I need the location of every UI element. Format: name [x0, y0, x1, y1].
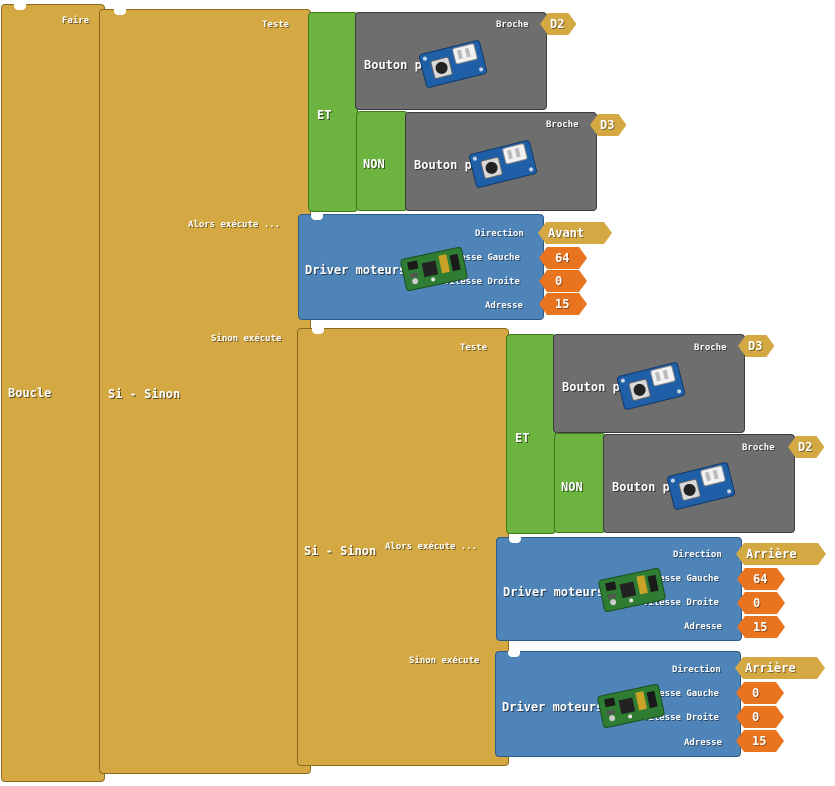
outer-then-right-speed[interactable]: 0: [539, 270, 587, 292]
inner-if-label: Si - Sinon: [304, 544, 377, 558]
outer-and-label: ET: [317, 108, 332, 122]
inner-else-direction-label: Direction: [672, 665, 721, 675]
inner-else-direction-dropdown[interactable]: Arrière: [735, 657, 825, 679]
inner-then-motor-block[interactable]: Driver moteurs I2C Direction Vitesse Gau…: [496, 537, 742, 641]
loop-block[interactable]: Boucle Faire: [1, 4, 105, 782]
outer-button1-pin-dropdown[interactable]: D2: [540, 13, 576, 35]
inner-then-address[interactable]: 15: [737, 616, 785, 638]
inner-else-right-speed[interactable]: 0: [736, 706, 784, 728]
inner-else-address[interactable]: 15: [736, 730, 784, 752]
inner-if-else-label: Sinon exécute: [409, 656, 480, 666]
inner-then-direction-label: Direction: [673, 550, 722, 560]
outer-button2-pin-label: Broche: [546, 120, 579, 130]
inner-then-right-label: Vitesse Droite: [643, 598, 719, 608]
inner-then-direction-dropdown[interactable]: Arrière: [736, 543, 826, 565]
outer-then-motor-block[interactable]: Driver moteurs I2C Direction Vitesse Gau…: [298, 214, 544, 320]
outer-then-left-label: Vitesse Gauche: [444, 253, 520, 263]
outer-if-then-label: Alors exécute ...: [188, 220, 281, 230]
inner-then-left-label: Vitesse Gauche: [643, 574, 719, 584]
outer-then-right-label: Vitesse Droite: [444, 277, 520, 287]
outer-then-left-speed[interactable]: 64: [539, 247, 587, 269]
inner-else-motor-block[interactable]: Driver moteurs I2C Direction Vitesse Gau…: [495, 651, 741, 757]
grove-button-board-icon: [466, 137, 540, 191]
outer-button1-block[interactable]: Bouton poussoir Broche: [355, 12, 547, 110]
outer-button2-block[interactable]: Bouton poussoir Broche: [405, 112, 597, 211]
inner-not-label: NON: [561, 480, 583, 494]
inner-if-then-label: Alors exécute ...: [385, 542, 478, 552]
motor-driver-board-icon: [597, 568, 667, 612]
inner-button1-pin-label: Broche: [694, 343, 727, 353]
inner-button2-pin-dropdown[interactable]: D2: [788, 436, 824, 458]
outer-not-block[interactable]: NON: [356, 111, 408, 211]
outer-button2-pin-dropdown[interactable]: D3: [590, 114, 626, 136]
inner-if-test-label: Teste: [460, 343, 488, 353]
inner-else-address-label: Adresse: [684, 738, 722, 748]
motor-driver-board-icon: [399, 247, 469, 291]
outer-then-direction-dropdown[interactable]: Avant: [538, 222, 612, 244]
outer-if-else-label: Sinon exécute: [211, 334, 282, 344]
outer-then-direction-label: Direction: [475, 229, 524, 239]
loop-label: Boucle: [8, 386, 52, 400]
inner-button2-block[interactable]: Bouton poussoir Broche: [603, 434, 795, 533]
inner-not-block[interactable]: NON: [554, 433, 606, 533]
inner-else-left-speed[interactable]: 0: [736, 682, 784, 704]
inner-button2-pin-label: Broche: [742, 443, 775, 453]
outer-button1-pin-label: Broche: [496, 20, 529, 30]
outer-if-test-label: Teste: [262, 20, 290, 30]
outer-not-label: NON: [363, 157, 385, 171]
outer-then-address[interactable]: 15: [539, 293, 587, 315]
grove-button-board-icon: [416, 37, 490, 91]
outer-if-block[interactable]: Si - Sinon Teste Alors exécute ... Sinon…: [99, 9, 311, 774]
outer-and-block[interactable]: ET: [308, 12, 358, 212]
loop-do-label: Faire: [62, 16, 90, 26]
inner-if-block[interactable]: Si - Sinon Teste Alors exécute ... Sinon…: [297, 328, 509, 766]
inner-button1-pin-dropdown[interactable]: D3: [738, 335, 774, 357]
motor-driver-board-icon: [596, 684, 666, 728]
inner-and-label: ET: [515, 431, 530, 445]
outer-then-address-label: Adresse: [485, 301, 523, 311]
inner-and-block[interactable]: ET: [506, 334, 556, 534]
outer-if-label: Si - Sinon: [108, 387, 181, 401]
inner-then-right-speed[interactable]: 0: [737, 592, 785, 614]
inner-button1-block[interactable]: Bouton poussoir Broche: [553, 334, 745, 433]
grove-button-board-icon: [614, 359, 688, 413]
grove-button-board-icon: [664, 459, 738, 513]
inner-else-left-label: Vitesse Gauche: [643, 689, 719, 699]
inner-then-address-label: Adresse: [684, 622, 722, 632]
inner-then-left-speed[interactable]: 64: [737, 568, 785, 590]
inner-else-right-label: Vitesse Droite: [643, 713, 719, 723]
